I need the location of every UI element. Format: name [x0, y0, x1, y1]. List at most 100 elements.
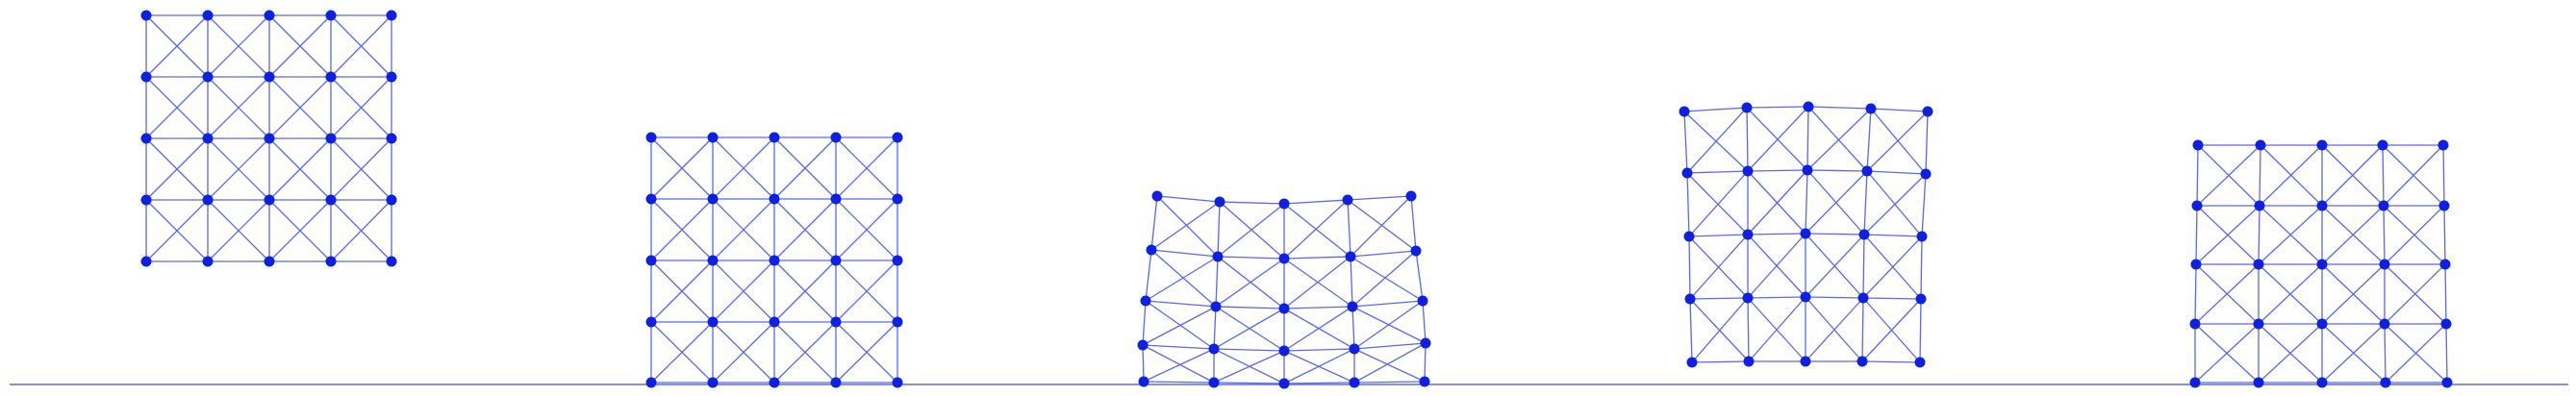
mass-node — [707, 316, 719, 328]
spring-horizontal — [1807, 106, 1872, 110]
spring-diagonal — [1143, 348, 1215, 383]
mass-node — [2316, 139, 2328, 151]
spring-horizontal — [1215, 306, 1285, 309]
mass-node — [140, 133, 152, 144]
spring-vertical — [1142, 300, 1147, 346]
mass-node — [892, 255, 903, 266]
spring-diagonal — [1807, 106, 1868, 172]
mass-node — [2190, 259, 2202, 270]
spring-diagonal — [1747, 106, 1809, 172]
mass-node — [645, 316, 657, 328]
mass-node — [1803, 101, 1814, 112]
mass-node — [202, 133, 214, 144]
spring-diagonal — [1156, 195, 1219, 258]
spring-diagonal — [1217, 203, 1285, 258]
mass-node — [202, 256, 214, 267]
spring-vertical — [2196, 144, 2199, 207]
mesh-frame-2 — [645, 132, 903, 388]
spring-diagonal — [145, 199, 209, 262]
spring-vertical — [1925, 111, 1929, 175]
mesh-nodes — [1137, 190, 1431, 389]
mass-node — [264, 133, 275, 144]
spring-diagonal — [1283, 199, 1349, 260]
mass-node — [2440, 318, 2452, 330]
mesh-edges — [1683, 106, 1929, 363]
spring-diagonal — [2321, 205, 2385, 265]
mass-node — [769, 193, 780, 205]
mesh-nodes — [2189, 139, 2453, 388]
spring-vertical — [2382, 144, 2385, 207]
mesh-edges — [650, 136, 898, 384]
mass-node — [1742, 292, 1754, 304]
spring-diagonal — [2258, 205, 2323, 265]
mass-node — [892, 316, 903, 328]
mass-node — [1743, 356, 1755, 367]
mass-node — [2254, 200, 2265, 211]
mass-node — [325, 133, 337, 144]
spring-horizontal — [1283, 256, 1351, 260]
spring-diagonal — [1283, 256, 1351, 309]
frames-group — [140, 10, 2453, 389]
mass-node — [769, 132, 780, 143]
mesh-nodes — [140, 10, 397, 267]
spring-diagonal — [1150, 201, 1221, 251]
spring-vertical — [1805, 169, 1808, 235]
mass-node — [1278, 253, 1290, 264]
mass-node — [1278, 345, 1290, 357]
mass-node — [264, 71, 275, 83]
spring-diagonal — [268, 137, 332, 201]
spring-diagonal — [1350, 195, 1412, 258]
spring-horizontal — [1283, 306, 1353, 309]
spring-diagonal — [2195, 205, 2260, 265]
mass-node — [325, 256, 337, 267]
spring-vertical — [2194, 263, 2197, 325]
mass-node — [2192, 139, 2204, 151]
mass-node — [830, 255, 842, 266]
spring-diagonal — [650, 198, 714, 261]
mass-node — [1137, 339, 1149, 351]
mass-node — [2379, 259, 2390, 270]
spring-vertical — [2445, 323, 2448, 384]
spring-diagonal — [650, 136, 714, 200]
spring-diagonal — [1806, 108, 1872, 171]
mass-node — [707, 132, 719, 143]
spring-vertical — [1862, 234, 1865, 299]
spring-diagonal — [835, 260, 898, 323]
spring-vertical — [1215, 256, 1219, 308]
mass-node — [645, 377, 657, 388]
spring-diagonal — [1866, 111, 1929, 172]
spring-vertical — [1351, 306, 1355, 350]
mass-node — [325, 71, 337, 83]
mass-node — [2253, 377, 2264, 388]
spring-diagonal — [207, 14, 270, 78]
mass-node — [386, 133, 397, 144]
mass-node — [830, 132, 842, 143]
spring-horizontal — [1143, 381, 1215, 384]
spring-diagonal — [1870, 108, 1927, 175]
mass-node — [1278, 303, 1290, 314]
mass-node — [1214, 196, 1225, 208]
mass-node — [2316, 200, 2328, 211]
spring-vertical — [1142, 344, 1145, 383]
spring-diagonal — [1213, 350, 1285, 384]
mass-node — [1410, 245, 1422, 257]
spring-diagonal — [1689, 234, 1749, 300]
mass-node — [2316, 259, 2328, 270]
mass-node — [2380, 377, 2391, 388]
spring-diagonal — [2321, 144, 2384, 207]
spring-horizontal — [1746, 106, 1809, 109]
mass-node — [1278, 378, 1290, 389]
mass-node — [1865, 103, 1877, 114]
spring-vertical — [2384, 323, 2387, 384]
spring-diagonal — [2384, 205, 2445, 265]
spring-diagonal — [330, 199, 392, 262]
spring-diagonal — [268, 14, 332, 78]
spring-diagonal — [1351, 250, 1417, 308]
spring-diagonal — [2258, 323, 2323, 384]
spring-vertical — [2443, 205, 2446, 265]
spring-diagonal — [330, 76, 392, 139]
mesh-edges — [1142, 195, 1427, 384]
mass-node — [202, 71, 214, 83]
spring-diagonal — [1805, 296, 1863, 362]
